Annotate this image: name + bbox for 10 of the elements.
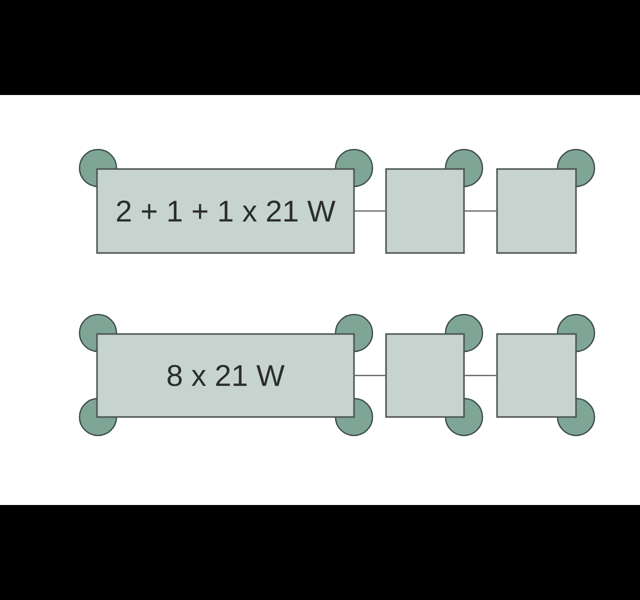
label-box: 8 x 21 W (96, 333, 355, 418)
connector-line (464, 374, 496, 376)
square-box (496, 333, 577, 418)
square-box (385, 333, 465, 418)
connector-line (354, 210, 386, 212)
connector-line (464, 210, 496, 212)
connector-line (354, 374, 386, 376)
label-box: 2 + 1 + 1 x 21 W (96, 168, 355, 254)
square-box (385, 168, 465, 254)
square-box (496, 168, 577, 254)
